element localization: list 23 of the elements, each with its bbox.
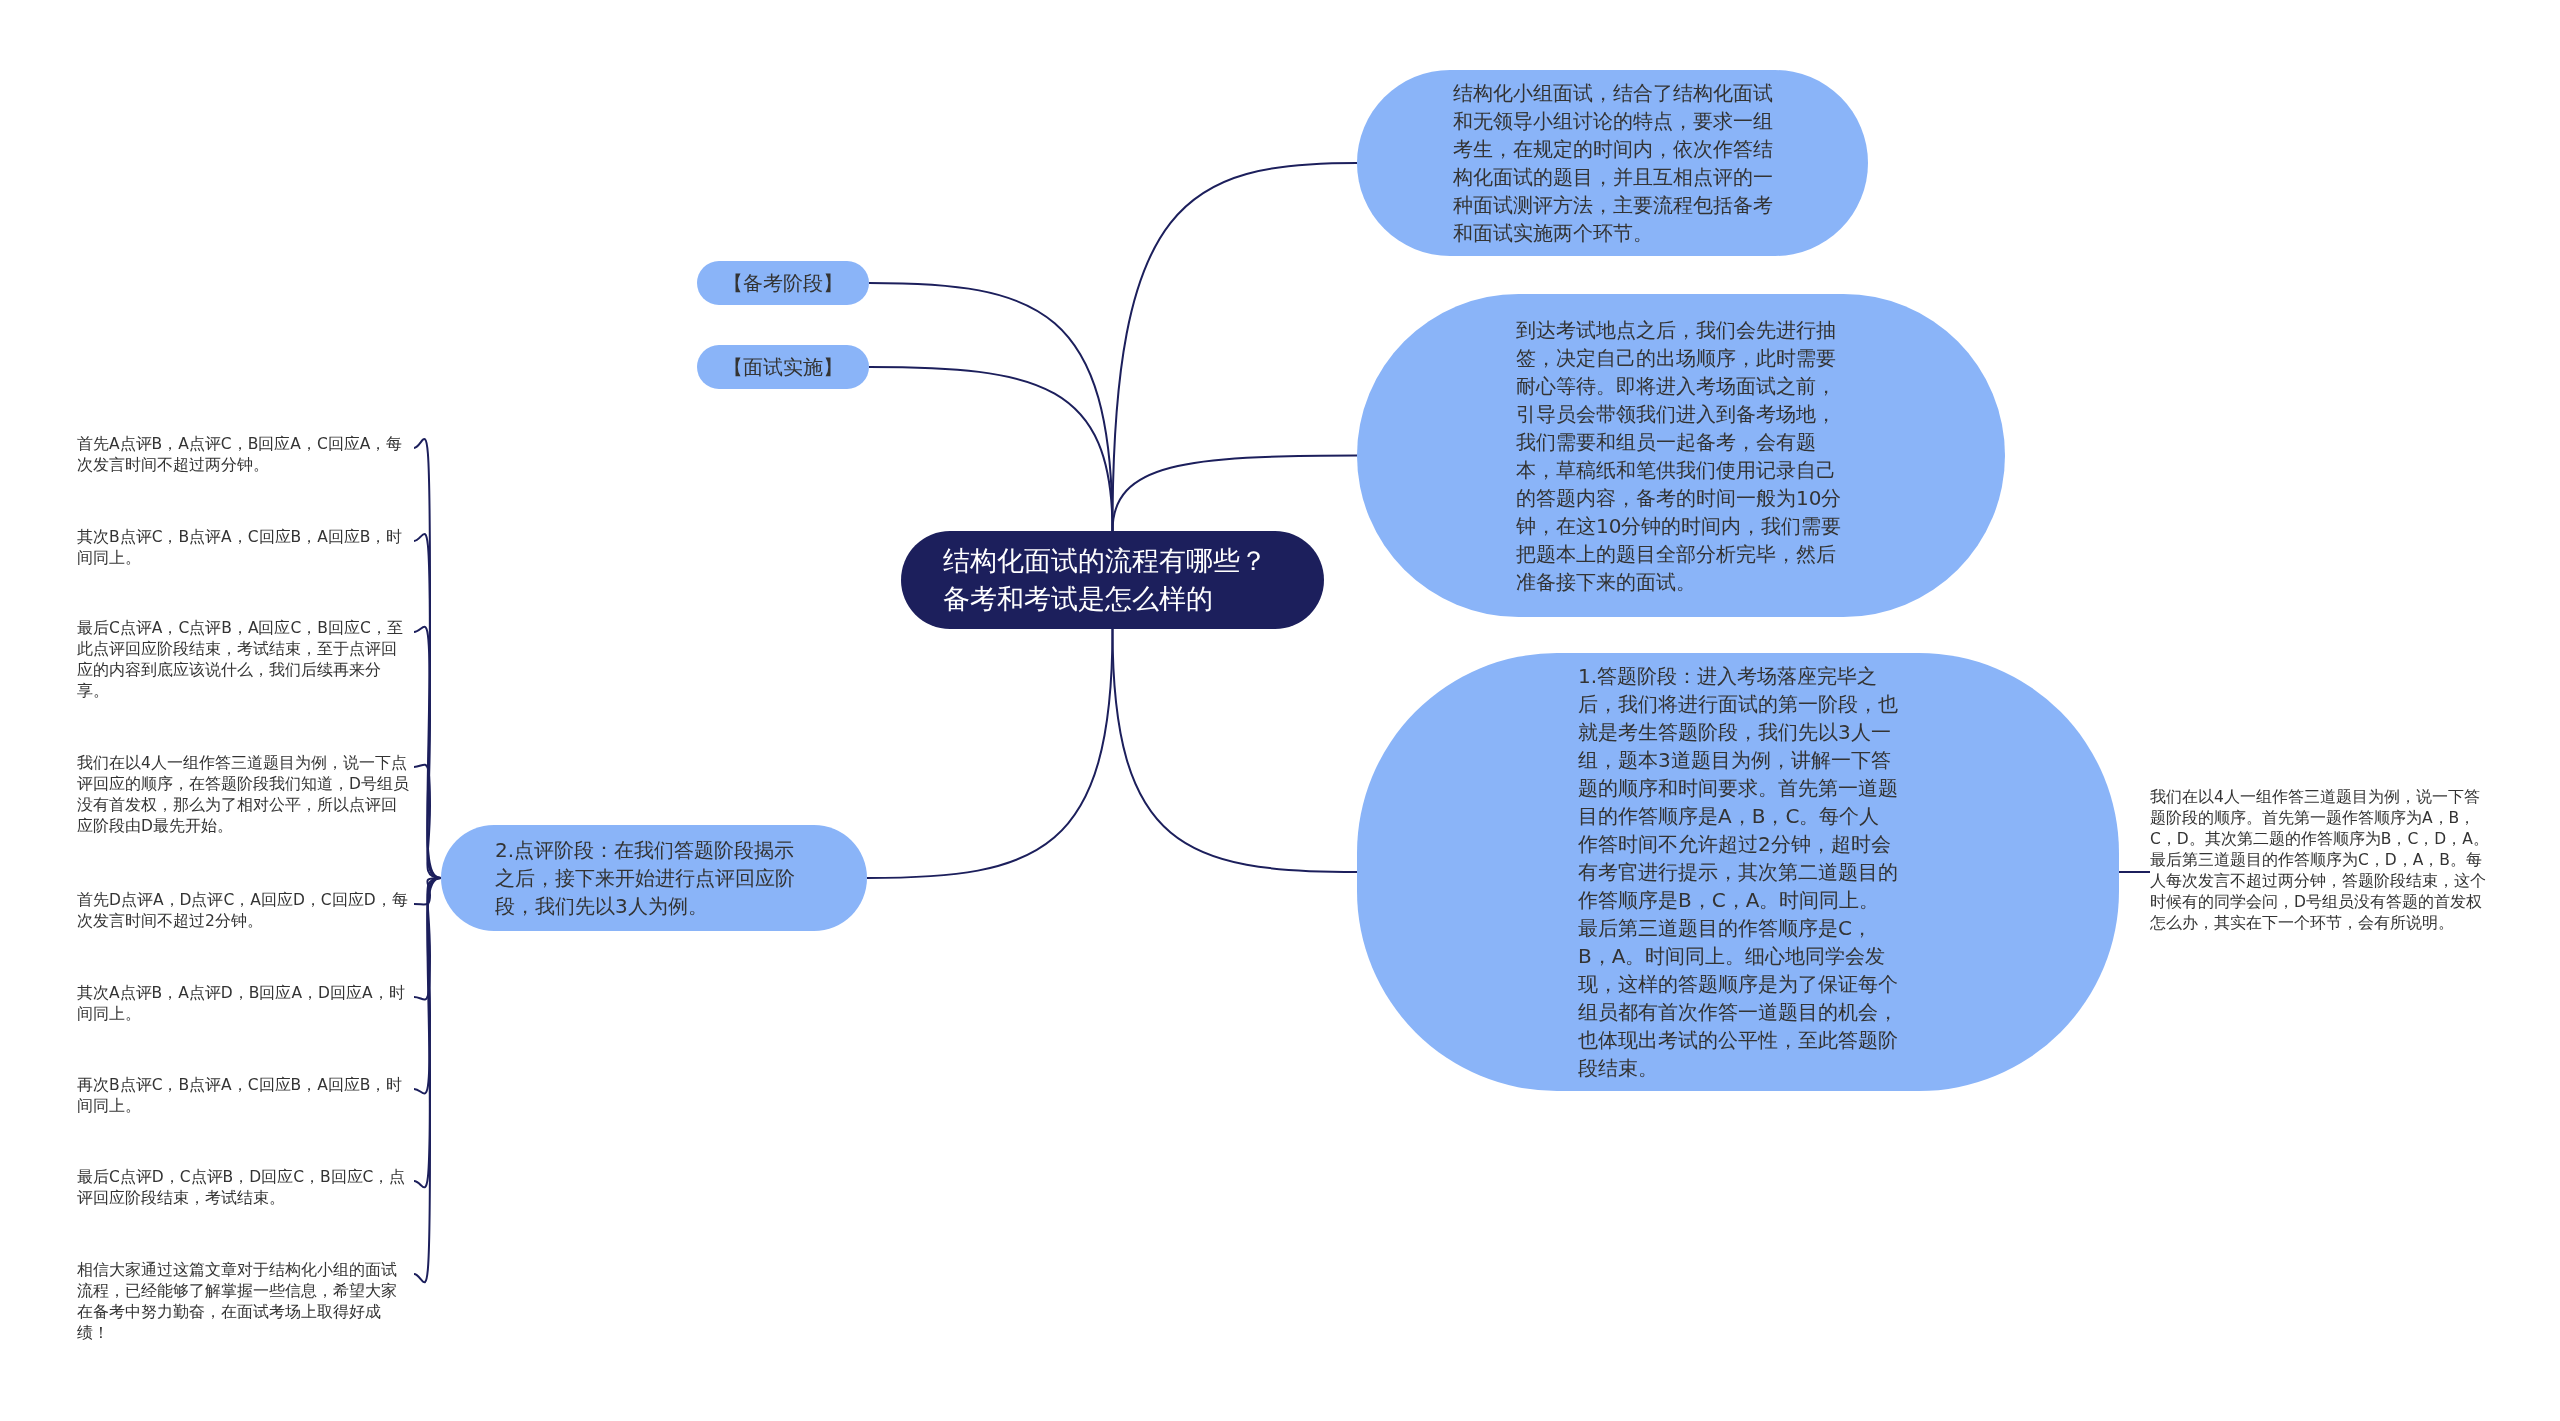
- connector-line: [413, 877, 442, 1284]
- note-text: 相信大家通过这篇文章对于结构化小组的面试流程，已经能够了解掌握一些信息，希望大家在备考中努力勤奋，在面试考场上取得好成绩！: [77, 1260, 412, 1344]
- connector-line: [1111, 628, 1358, 873]
- topic-bubble: 1.答题阶段：进入考场落座完毕之后，我们将进行面试的第一阶段，也就是考生答题阶段，我们先以3人一组，题本3道题目为例，讲解一下答题的顺序和时间要求。首先第一道题目的作答顺序是A，B，C。每个人作答时间不允许超过2分钟，超时会有考官进行提示，其次第二道题目的作答顺序是B，C，A。时间同上。最后第三道题目的作答顺序是C，B，A。时间同上。细心地同学会发现，这样的答题顺序是为了保证每个组员都有首次作答一道题目的机会，也体现出考试的公平性，至此答题阶段结束。: [1357, 653, 2119, 1091]
- note-text: 首先D点评A，D点评C，A回应D，C回应D，每次发言时间不超过2分钟。: [77, 890, 412, 932]
- topic-pill: 【备考阶段】: [697, 261, 869, 305]
- note-text: 我们在以4人一组作答三道题目为例，说一下答题阶段的顺序。首先第一题作答顺序为A，B，C，D。其次第二题的作答顺序为B，C，D，A。最后第三道题目的作答顺序为C，D，A，B。每人每次发言不超过两分钟，答题阶段结束，这个时候有的同学会问，D号组员没有答题的首发权怎么办，其实在下一个环节，会有所说明。: [2150, 787, 2495, 934]
- topic-pill: 【面试实施】: [697, 345, 869, 389]
- topic-bubble: 2.点评阶段：在我们答题阶段揭示之后，接下来开始进行点评回应阶段，我们先以3人为例。: [441, 825, 867, 931]
- topic-bubble: 结构化小组面试，结合了结构化面试和无领导小组讨论的特点，要求一组考生，在规定的时间内，依次作答结构化面试的题目，并且互相点评的一种面试测评方法，主要流程包括备考和面试实施两个环节。: [1357, 70, 1868, 256]
- note-text: 我们在以4人一组作答三道题目为例，说一下点评回应的顺序，在答题阶段我们知道，D号组员没有首发权，那么为了相对公平，所以点评回应阶段由D最先开始。: [77, 753, 412, 837]
- connector-line: [866, 628, 1114, 879]
- note-text: 再次B点评C，B点评A，C回应B，A回应B，时间同上。: [77, 1075, 412, 1117]
- connector-line: [1111, 454, 1358, 532]
- topic-bubble: 到达考试地点之后，我们会先进行抽签，决定自己的出场顺序，此时需要耐心等待。即将进入考场面试之前，引导员会带领我们进入到备考场地，我们需要和组员一起备考，会有题本，草稿纸和笔供我们使用记录自己的答题内容，备考的时间一般为10分钟，在这10分钟的时间内，我们需要把题本上的题目全部分析完毕，然后准备接下来的面试。: [1357, 294, 2005, 617]
- note-text: 其次A点评B，A点评D，B回应A，D回应A，时间同上。: [77, 983, 412, 1025]
- note-text: 最后C点评D，C点评B，D回应C，B回应C，点评回应阶段结束，考试结束。: [77, 1167, 412, 1209]
- connector-line: [2118, 871, 2151, 873]
- note-text: 首先A点评B，A点评C，B回应A，C回应A，每次发言时间不超过两分钟。: [77, 434, 412, 476]
- note-text: 最后C点评A，C点评B，A回应C，B回应C，至此点评回应阶段结束，考试结束，至于点评回应的内容到底应该说什么，我们后续再来分享。: [77, 618, 412, 702]
- note-text: 其次B点评C，B点评A，C回应B，A回应B，时间同上。: [77, 527, 412, 569]
- connector-line: [1111, 162, 1358, 532]
- central-topic-bubble: 结构化面试的流程有哪些？备考和考试是怎么样的: [901, 531, 1324, 629]
